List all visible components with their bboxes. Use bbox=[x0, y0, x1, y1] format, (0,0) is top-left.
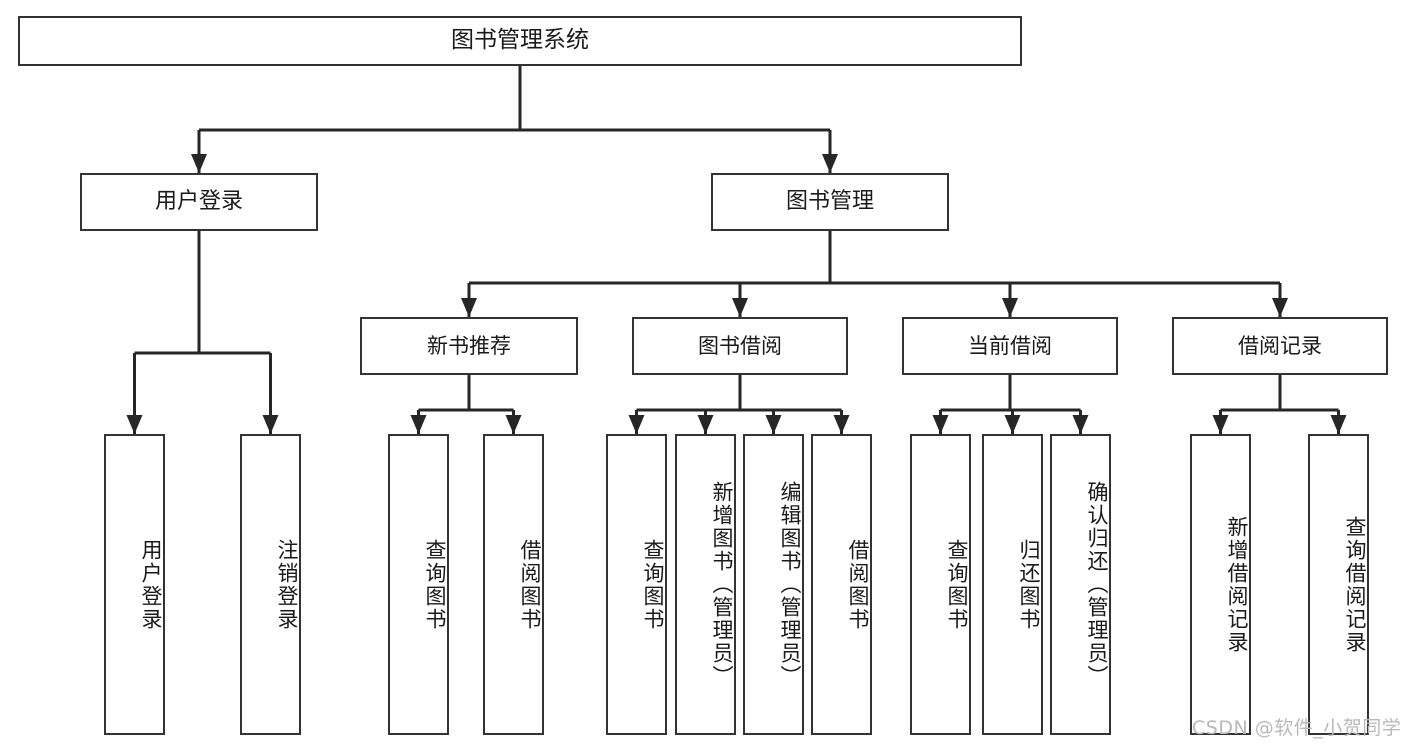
edge-arrowhead bbox=[1002, 298, 1018, 317]
diagram-node-label: 查询借阅记录 bbox=[1343, 515, 1367, 654]
diagram-node-label: 新增借阅记录 bbox=[1225, 515, 1249, 654]
diagram-node-leaf2[interactable]: 注销登录 bbox=[240, 434, 301, 735]
diagram-node-label: 查询图书 bbox=[641, 538, 665, 631]
edge-arrowhead bbox=[765, 415, 782, 434]
diagram-node-leaf12[interactable]: 新增借阅记录 bbox=[1190, 434, 1251, 735]
diagram-node-label: 新增图书（管理员） bbox=[710, 481, 734, 688]
diagram-node-label: 图书管理系统 bbox=[451, 27, 589, 54]
diagram-node-leaf8[interactable]: 借阅图书 bbox=[811, 434, 872, 735]
diagram-node-leaf5[interactable]: 查询图书 bbox=[606, 434, 667, 735]
diagram-node-current[interactable]: 当前借阅 bbox=[902, 317, 1118, 375]
diagram-node-bookmgmt[interactable]: 图书管理 bbox=[711, 173, 949, 231]
diagram-node-label: 新书推荐 bbox=[427, 333, 511, 358]
diagram-node-leaf1[interactable]: 用户登录 bbox=[104, 434, 165, 735]
diagram-node-label: 注销登录 bbox=[275, 538, 299, 631]
edge-arrowhead bbox=[822, 154, 838, 173]
edge-arrowhead bbox=[1212, 415, 1229, 434]
diagram-node-label: 查询图书 bbox=[423, 538, 447, 631]
diagram-node-label: 确认归还（管理员） bbox=[1085, 481, 1109, 688]
diagram-node-label: 归还图书 bbox=[1017, 538, 1041, 631]
diagram-node-leaf7[interactable]: 编辑图书（管理员） bbox=[743, 434, 804, 735]
diagram-node-label: 当前借阅 bbox=[968, 333, 1052, 358]
diagram-node-label: 图书管理 bbox=[785, 189, 874, 215]
diagram-node-leaf10[interactable]: 归还图书 bbox=[982, 434, 1043, 735]
diagram-node-borrow[interactable]: 图书借阅 bbox=[632, 317, 848, 375]
diagram-node-leaf11[interactable]: 确认归还（管理员） bbox=[1050, 434, 1111, 735]
diagram-node-leaf4[interactable]: 借阅图书 bbox=[483, 434, 544, 735]
edge-arrowhead bbox=[628, 415, 645, 434]
edge-arrowhead bbox=[732, 298, 748, 317]
diagram-node-leaf13[interactable]: 查询借阅记录 bbox=[1308, 434, 1369, 735]
diagram-node-label: 用户登录 bbox=[139, 538, 163, 631]
diagram-node-records[interactable]: 借阅记录 bbox=[1172, 317, 1388, 375]
watermark: CSDN @软件_小贺同学 bbox=[1192, 717, 1402, 739]
diagram-node-label: 图书借阅 bbox=[698, 333, 782, 358]
edge-arrowhead bbox=[262, 415, 279, 434]
diagram-node-leaf6[interactable]: 新增图书（管理员） bbox=[675, 434, 736, 735]
diagram-node-label: 查询图书 bbox=[945, 538, 969, 631]
diagram-node-label: 借阅记录 bbox=[1238, 333, 1322, 358]
diagram-node-leaf9[interactable]: 查询图书 bbox=[910, 434, 971, 735]
edge-arrowhead bbox=[410, 415, 427, 434]
edge-arrowhead bbox=[191, 154, 207, 173]
edge-arrowhead bbox=[1272, 298, 1288, 317]
edge-arrowhead bbox=[932, 415, 949, 434]
edge-arrowhead bbox=[833, 415, 850, 434]
edge-arrowhead bbox=[1072, 415, 1089, 434]
edge-arrowhead bbox=[461, 298, 477, 317]
diagram-node-label: 借阅图书 bbox=[518, 538, 542, 631]
diagram-node-newbook[interactable]: 新书推荐 bbox=[360, 317, 578, 375]
diagram-node-leaf3[interactable]: 查询图书 bbox=[388, 434, 449, 735]
edge-arrowhead bbox=[126, 415, 143, 434]
edge-arrowhead bbox=[505, 415, 522, 434]
diagram-node-label: 编辑图书（管理员） bbox=[778, 481, 802, 688]
diagram-node-root[interactable]: 图书管理系统 bbox=[18, 16, 1022, 66]
diagram-node-login[interactable]: 用户登录 bbox=[80, 173, 318, 231]
edge-arrowhead bbox=[697, 415, 714, 434]
diagram-node-label: 借阅图书 bbox=[846, 538, 870, 631]
edge-arrowhead bbox=[1330, 415, 1347, 434]
edge-arrowhead bbox=[1004, 415, 1021, 434]
diagram-node-label: 用户登录 bbox=[154, 189, 243, 215]
